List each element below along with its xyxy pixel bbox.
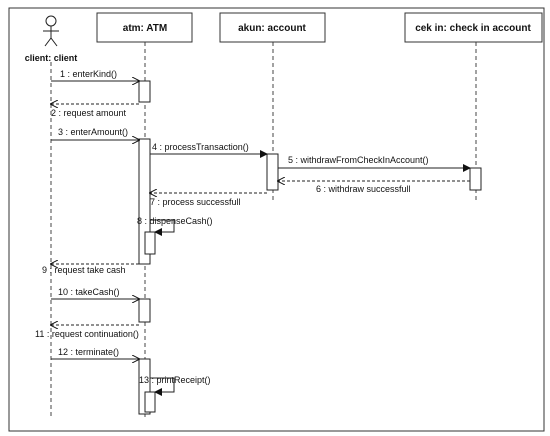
message-label-12: 12 : terminate() [58, 347, 119, 357]
participant-box-cekin [404, 12, 543, 43]
message-label-4: 4 : processTransaction() [152, 142, 249, 152]
message-label-3: 3 : enterAmount() [58, 127, 128, 137]
participant-title-atm: atm: ATM [123, 23, 167, 34]
participant-title-akun: akun: account [238, 23, 306, 34]
message-label-9: 9 : request take cash [42, 265, 126, 275]
message-label-11: 11 : request continuation() [35, 329, 139, 339]
message-arrow-13 [150, 377, 175, 396]
message-arrow-8 [150, 219, 175, 236]
message-label-5: 5 : withdrawFromCheckInAccount() [288, 155, 429, 165]
activation-atm-3 [138, 298, 151, 323]
message-label-13: 13 : printReceipt() [139, 375, 211, 385]
activation-akun [266, 153, 279, 191]
actor-icon [43, 15, 59, 47]
diagram-frame [8, 7, 545, 432]
participant-title-client: client: client [25, 53, 78, 63]
activation-atm-1 [138, 80, 151, 103]
activation-cekin [469, 167, 482, 191]
activation-atm-nested-1 [144, 231, 156, 255]
activation-atm-nested-2 [144, 391, 156, 413]
activation-atm-4 [138, 358, 151, 415]
message-label-2: 2 : request amount [51, 108, 127, 118]
message-label-8: 8 : dispenseCash() [137, 216, 213, 226]
message-label-6: 6 : withdraw successfull [316, 184, 411, 194]
participant-title-cekin: cek in: check in account [415, 23, 531, 34]
participant-box-atm [96, 12, 193, 43]
activation-atm-2 [138, 138, 151, 265]
message-label-1: 1 : enterKind() [60, 69, 117, 79]
message-label-7: 7 : process successfull [150, 197, 241, 207]
message-label-10: 10 : takeCash() [58, 287, 120, 297]
participant-box-akun [219, 12, 326, 43]
